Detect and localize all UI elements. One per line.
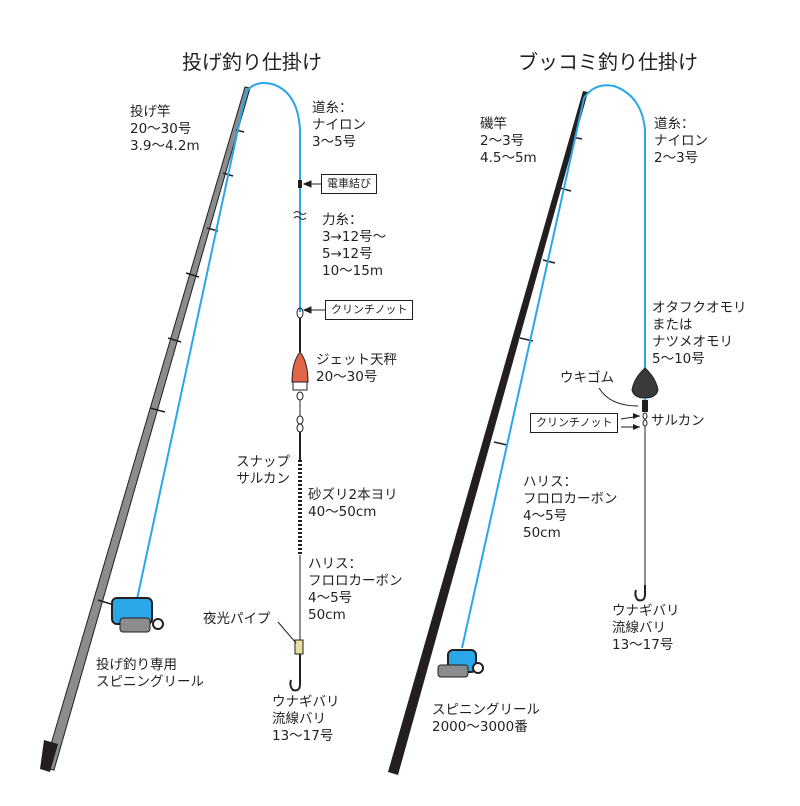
right-rig-title: ブッコミ釣り仕掛け	[518, 50, 698, 74]
label-line: 投げ竿	[130, 104, 171, 120]
knot-label-clinch-right: クリンチノット	[530, 413, 619, 433]
right-swivel-label: サルカン	[651, 413, 705, 429]
label-line: ナツメオモリ	[652, 334, 733, 350]
label-line: ウナギバリ	[612, 603, 680, 619]
label-line: 3.9〜4.2m	[130, 138, 200, 154]
right-terminal-tackle	[598, 367, 659, 602]
label-line: 4.5〜5m	[480, 150, 537, 166]
label-line: 砂ズリ2本ヨリ	[308, 487, 398, 503]
label-line: 10〜15m	[322, 263, 384, 279]
label-line: 2000〜3000番	[432, 719, 528, 735]
label-line: 2〜3号	[654, 150, 699, 166]
label-line: オタフクオモリ	[652, 300, 747, 316]
label-line: 道糸：	[654, 116, 695, 132]
right-main-line	[461, 84, 646, 649]
label-line: 3→12号〜	[322, 229, 387, 245]
left-reel-label: 投げ釣り専用スピニングリール	[96, 657, 204, 691]
label-line: 20〜30号	[316, 369, 378, 385]
label-line: 2〜3号	[480, 133, 525, 149]
label-line: 3〜5号	[312, 134, 357, 150]
label-line: 投げ釣り専用	[96, 657, 177, 673]
label-line: 50cm	[523, 525, 561, 541]
right-sinker-label: オタフクオモリまたはナツメオモリ 5〜10号	[652, 300, 747, 368]
label-line: ジェット天秤	[316, 352, 397, 368]
left-main-line	[135, 82, 301, 605]
right-main-line-label: 道糸：ナイロン 2〜3号	[654, 116, 708, 167]
label-line: スナップ	[236, 454, 290, 470]
label-line: フロロカーボン	[523, 491, 618, 507]
label-line: 力糸：	[322, 212, 363, 228]
right-reel	[437, 649, 484, 678]
label-line: 流線バリ	[612, 620, 666, 636]
label-line: 5→12号	[322, 246, 373, 262]
label-line: フロロカーボン	[308, 573, 403, 589]
label-line: 流線バリ	[272, 711, 326, 727]
knot-label-clinch-left: クリンチノット	[325, 300, 414, 320]
left-rig-title: 投げ釣り仕掛け	[182, 50, 322, 74]
label-line: 50cm	[308, 607, 346, 623]
label-line: 4〜5号	[523, 508, 568, 524]
label-line: 道糸：	[312, 100, 353, 116]
left-reel	[111, 597, 164, 633]
label-line: 40〜50cm	[308, 504, 377, 520]
left-rod	[40, 86, 251, 772]
label-line: 磯竿	[480, 116, 507, 132]
label-line: スピニングリール	[96, 674, 204, 690]
label-line: ナイロン	[654, 133, 708, 149]
label-line: 5〜10号	[652, 351, 705, 367]
label-line: 20〜30号	[130, 121, 192, 137]
label-line: ナイロン	[312, 117, 366, 133]
snap-swivel-label: スナップサルカン	[222, 454, 290, 488]
label-line: 13〜17号	[272, 728, 334, 744]
left-terminal-tackle	[289, 180, 309, 692]
label-line: または	[652, 317, 693, 333]
float-stopper-label: ウキゴム	[560, 370, 614, 386]
label-line: 4〜5号	[308, 590, 353, 606]
right-rod	[388, 91, 588, 775]
label-line: ハリス：	[523, 474, 577, 490]
left-main-line-label: 道糸：ナイロン 3〜5号	[312, 100, 366, 151]
label-line: スピニングリール	[432, 702, 540, 718]
glow-pipe-label: 夜光パイプ	[203, 611, 271, 627]
left-pointers	[277, 180, 325, 644]
label-line: ウナギバリ	[272, 694, 340, 710]
label-line: サルカン	[236, 471, 290, 487]
knot-label-densha: 電車結び	[321, 174, 377, 194]
label-line: 13〜17号	[612, 637, 674, 653]
label-line: ハリス：	[308, 556, 362, 572]
